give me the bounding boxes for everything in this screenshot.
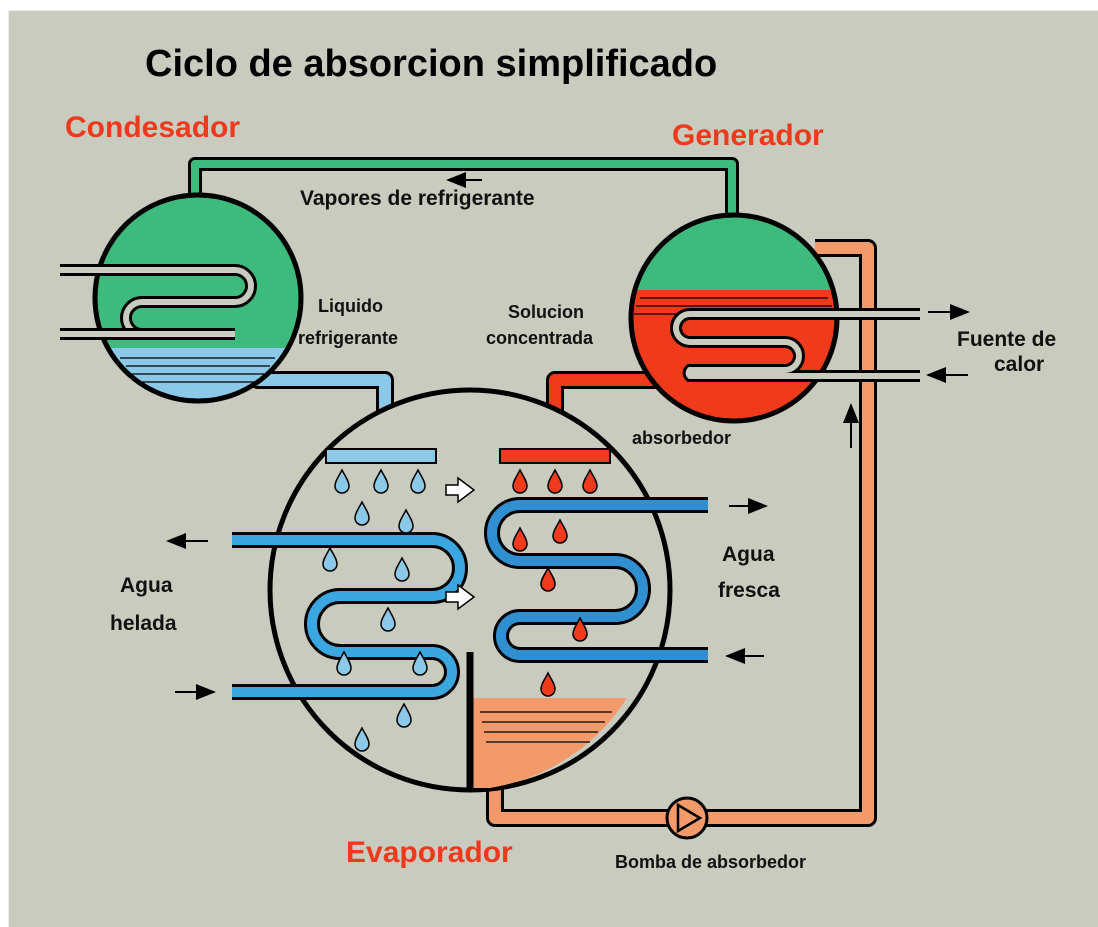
cooling-water-coil xyxy=(484,497,708,663)
chilled-water-coil xyxy=(232,532,468,700)
vapor-flow-arrows xyxy=(445,476,476,611)
condenser-label: Condesador xyxy=(65,111,240,144)
vapor-pipe xyxy=(188,157,739,218)
absorber-label: absorbedor xyxy=(632,428,731,448)
pump-label: Bomba de absorbedor xyxy=(615,852,806,872)
vapor-label: Vapores de refrigerante xyxy=(300,187,535,210)
cooling-water-label-line1: Agua xyxy=(722,543,775,566)
chilled-water-label-line1: Agua xyxy=(120,574,173,597)
evaporator-label: Evaporador xyxy=(346,836,513,869)
absorber-pump xyxy=(665,796,709,840)
condenser-coil xyxy=(60,264,257,340)
heat-source-label-line2: calor xyxy=(994,353,1044,376)
liquid-label-line2: refrigerante xyxy=(298,328,398,348)
solution-return-pipe xyxy=(486,239,877,827)
solution-label-line2: concentrada xyxy=(486,328,594,348)
generator-label: Generador xyxy=(672,119,824,152)
solution-label-line1: Solucion xyxy=(508,302,584,322)
heat-source-label-line1: Fuente de xyxy=(957,328,1056,351)
cooling-water-label-line2: fresca xyxy=(718,579,780,602)
chilled-water-label-line2: helada xyxy=(110,612,177,635)
diagram-title: Ciclo de absorcion simplificado xyxy=(145,43,717,85)
liquid-label-line1: Liquido xyxy=(318,296,383,316)
generator-coil xyxy=(670,308,920,382)
evaporator-sprayer xyxy=(325,448,437,464)
absorber-sprayer xyxy=(499,448,611,464)
flow-arrows xyxy=(166,172,970,700)
